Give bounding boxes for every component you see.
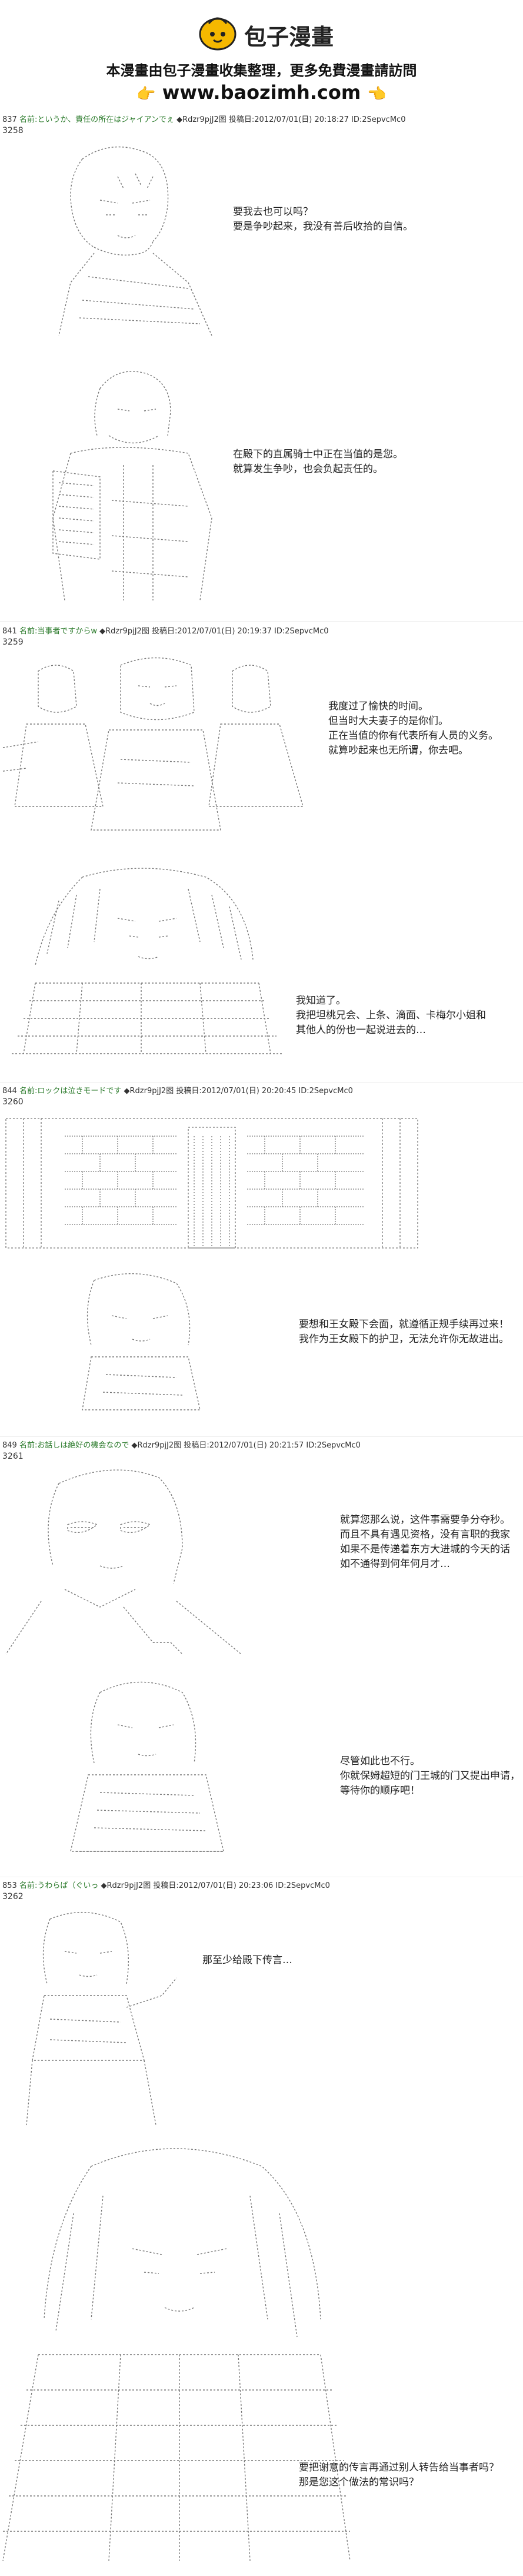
post-name: 名前:ロックは泣きモードです — [19, 1087, 122, 1096]
post-id: 3262 — [2, 1892, 24, 1901]
post-number[interactable]: 837 — [2, 115, 17, 124]
post-divider — [0, 1436, 523, 1437]
site-logo[interactable]: 包子漫畫 — [197, 11, 334, 52]
post-id: 3260 — [2, 1097, 24, 1107]
character-ascii-art — [70, 1681, 224, 1852]
post-name: 名前:うわらば（ぐいっ — [19, 1881, 99, 1890]
dialog-line: 那至少给殿下传言… — [202, 1954, 292, 1966]
character-ascii-art — [82, 1273, 201, 1410]
post-meta-844: 844 名前:ロックは泣きモードです ◆Rdzr9pjJ2图 投稿日:2012/… — [2, 1087, 353, 1096]
bun-logo-icon — [199, 17, 236, 51]
post-id: 3261 — [2, 1452, 24, 1461]
post-id: 3259 — [2, 638, 24, 647]
site-header: 包子漫畫 本漫畫由包子漫畫收集整理，更多免費漫畫請訪問 👉 www.baozim… — [0, 0, 523, 112]
post-trip: ◆Rdzr9pjJ2图 投稿日:2012/07/01(日) 20:19:37 I… — [99, 627, 329, 636]
dialog-line: 我度过了愉快的时间。 但当时大夫妻子的是你们。 正在当值的你有代表所有人员的义务… — [328, 701, 498, 756]
post-trip: ◆Rdzr9pjJ2图 投稿日:2012/07/01(日) 20:20:45 I… — [124, 1087, 353, 1096]
post-number[interactable]: 841 — [2, 627, 17, 636]
site-url-link[interactable]: 👉 www.baozimh.com 👈 — [0, 81, 523, 104]
post-name: 名前:当事者ですからw — [19, 627, 97, 636]
dialog-line: 要把谢意的传言再通过别人转告给当事者吗？ 那是您这个做法的常识吗？ — [299, 2462, 499, 2488]
character-ascii-art — [2, 2148, 351, 2561]
character-ascii-art — [26, 1912, 177, 2126]
post-divider — [0, 1082, 523, 1083]
post-trip: ◆Rdzr9pjJ2图 投稿日:2012/07/01(日) 20:18:27 I… — [176, 115, 406, 124]
pointing-right-icon: 👉 — [136, 85, 156, 103]
dialog-line: 尽管如此也不行。 你就保姆超短的门王城的门又提出申请， 等待你的顺序吧！ — [340, 1755, 520, 1797]
site-tagline: 本漫畫由包子漫畫收集整理，更多免費漫畫請訪問 — [106, 62, 417, 79]
post-number[interactable]: 853 — [2, 1881, 17, 1890]
castle-gate-ascii-art — [5, 1118, 418, 1249]
post-number[interactable]: 849 — [2, 1441, 17, 1450]
dialog-line: 要我去也可以吗？ 要是争吵起来，我没有善后收拾的自信。 — [233, 206, 413, 233]
dialog-line: 就算您那么说，这件事需要争分夺秒。 而且不具有遇见资格，没有言职的我家 如果不是… — [340, 1514, 510, 1570]
post-meta-837: 837 名前:というか、責任の所在はジャイアンでぇ ◆Rdzr9pjJ2图 投稿… — [2, 115, 405, 125]
post-name: 名前:というか、責任の所在はジャイアンでぇ — [19, 115, 174, 124]
character-ascii-art — [12, 868, 282, 1054]
post-name: 名前:お話しは絶好の機会なので — [19, 1441, 129, 1450]
dialog-line: 我知道了。 我把坦桃兄会、上条、滴面、卡梅尔小姐和 其他人的份也一起说进去的… — [296, 995, 486, 1036]
post-trip: ◆Rdzr9pjJ2图 投稿日:2012/07/01(日) 20:23:06 I… — [101, 1881, 330, 1890]
character-ascii-art — [58, 146, 212, 336]
character-ascii-art — [52, 371, 212, 601]
post-meta-849: 849 名前:お話しは絶好の機会なので ◆Rdzr9pjJ2图 投稿日:2012… — [2, 1441, 361, 1450]
character-ascii-art — [5, 1469, 242, 1655]
dialog-line: 在殿下的直属骑士中正在当值的是您。 就算发生争吵，也会负起责任的。 — [233, 449, 403, 475]
post-number[interactable]: 844 — [2, 1087, 17, 1096]
post-divider — [0, 621, 523, 622]
dialog-line: 要想和王女殿下会面，就遵循正规手续再过来！ 我作为王女殿下的护卫，无法允许你无故… — [299, 1319, 509, 1345]
post-id: 3258 — [2, 126, 24, 135]
logo-text: 包子漫畫 — [244, 24, 334, 50]
group-ascii-art — [2, 657, 304, 831]
post-trip: ◆Rdzr9pjJ2图 投稿日:2012/07/01(日) 20:21:57 I… — [131, 1441, 361, 1450]
pointing-left-icon: 👈 — [367, 85, 387, 103]
post-meta-841: 841 名前:当事者ですからw ◆Rdzr9pjJ2图 投稿日:2012/07/… — [2, 627, 329, 636]
site-url-text: www.baozimh.com — [162, 81, 361, 104]
post-meta-853: 853 名前:うわらば（ぐいっ ◆Rdzr9pjJ2图 投稿日:2012/07/… — [2, 1881, 330, 1891]
